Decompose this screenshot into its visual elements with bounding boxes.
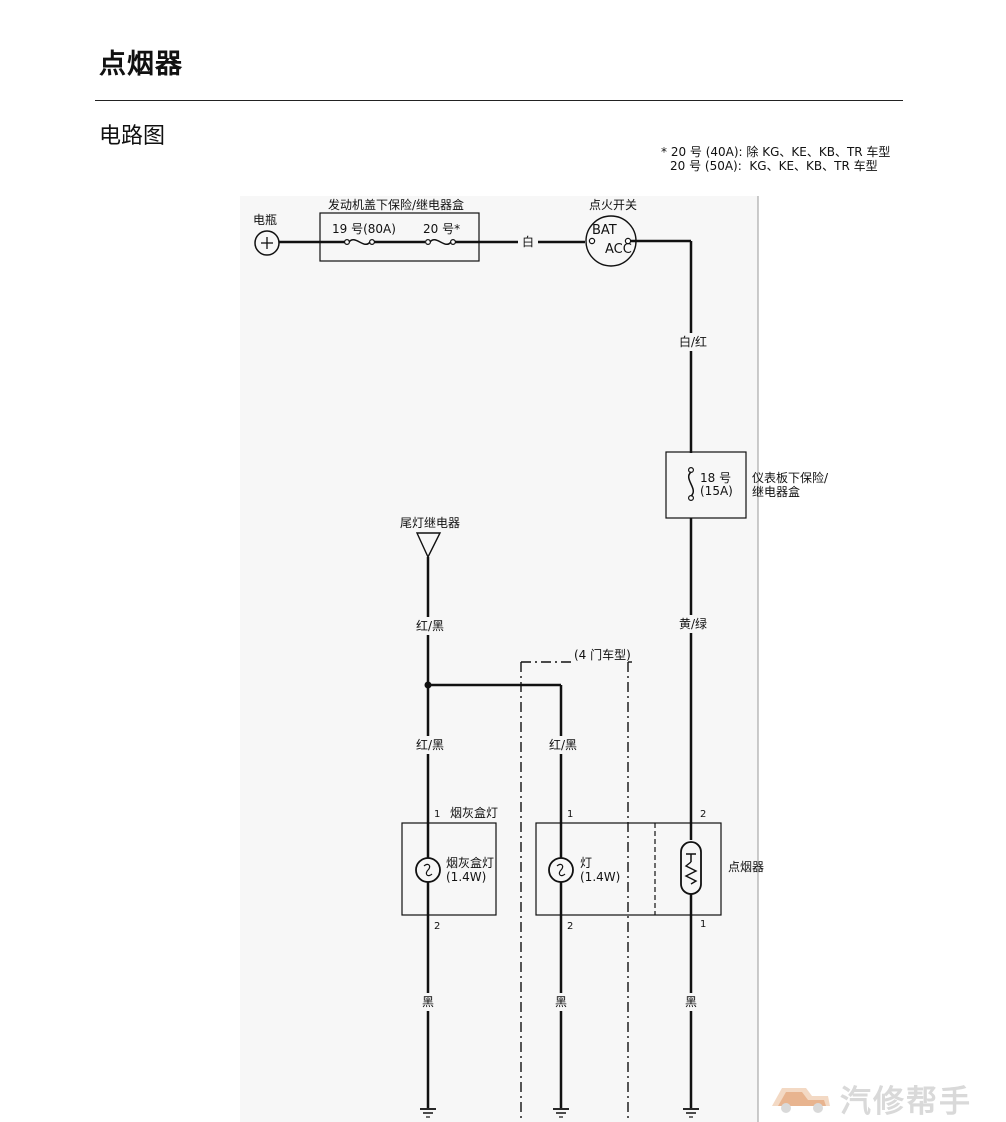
- ground-lamp: [553, 1108, 569, 1118]
- battery-label: 电瓶: [253, 213, 277, 227]
- label-bg-yellow-green: [676, 615, 706, 633]
- label-bg-red-black-3: [546, 736, 576, 754]
- wire-red-black-label-3: 红/黑: [549, 737, 577, 752]
- lighter-pin-1: 1: [700, 919, 706, 930]
- label-bg-white-red: [676, 333, 706, 351]
- label-bg-black-1: [420, 993, 436, 1011]
- fuse20-symbol: [429, 239, 452, 245]
- lamp-bulb-name: 灯: [580, 856, 592, 870]
- fuse19-terminal-b: [369, 239, 376, 246]
- lamp-bulb-power: (1.4W): [580, 870, 620, 884]
- ground-ashtray: [420, 1108, 436, 1118]
- lamp-bulb-filament: [556, 863, 566, 877]
- acc-label: ACC: [605, 242, 632, 257]
- ground-lighter: [683, 1108, 699, 1118]
- ashtray-pin-2: 2: [434, 921, 440, 932]
- ashtray-pin-1: 1: [434, 809, 440, 820]
- page-title: 点烟器: [99, 49, 183, 80]
- dash-fuse-box: [665, 451, 747, 519]
- title-divider: [95, 100, 903, 101]
- wire-black-label-3: 黑: [685, 995, 697, 1009]
- wire-red-black-label-2: 红/黑: [416, 737, 444, 752]
- fuse-note-line-1: * 20 号 (40A): 除 KG、KE、KB、TR 车型: [661, 145, 891, 159]
- ashtray-light-label: 烟灰盒灯: [450, 805, 498, 820]
- ashtray-light-box: [401, 822, 497, 916]
- watermark: 汽修帮手: [766, 1076, 1002, 1120]
- diagram-background: [240, 196, 758, 1122]
- wire-yellow-green-label: 黄/绿: [679, 616, 707, 631]
- lighter-pin-2: 2: [700, 809, 706, 820]
- dash-box-label-1: 仪表板下保险/: [752, 470, 829, 485]
- lighter-heater-coil: [684, 861, 698, 885]
- watermark-logo-icon: [772, 1088, 830, 1113]
- fuse18-terminal-a: [687, 467, 694, 474]
- fuse18-terminal-b: [687, 495, 694, 502]
- four-door-label: (4 门车型): [574, 647, 631, 662]
- wire-black-label-2: 黑: [555, 995, 567, 1009]
- fuse20-terminal-a: [425, 239, 432, 246]
- label-bg-red-black-1: [413, 617, 443, 635]
- wire-black-label-1: 黑: [422, 995, 434, 1009]
- label-bg-white: [518, 233, 538, 251]
- fuse18-label: 18 号: [700, 471, 731, 485]
- label-bg-black-2: [553, 993, 569, 1011]
- bat-label: BAT: [592, 223, 617, 238]
- lamp-pin-2: 2: [567, 921, 573, 932]
- ashtray-bulb-name: 烟灰盒灯: [446, 855, 494, 870]
- switch-bat-terminal: [588, 237, 596, 245]
- fuse-note-line-2: 20 号 (50A): KG、KE、KB、TR 车型: [670, 159, 878, 173]
- tail-relay-label: 尾灯继电器: [400, 516, 460, 530]
- ignition-switch-label: 点火开关: [589, 198, 637, 212]
- wire-white-label: 白: [522, 234, 534, 249]
- fuse19-terminal-a: [344, 239, 351, 246]
- fuse18-symbol: [688, 471, 694, 497]
- tail-relay-symbol: [415, 532, 442, 559]
- cigarette-lighter-label: 点烟器: [728, 860, 764, 874]
- engine-fuse-box-label: 发动机盖下保险/继电器盒: [328, 197, 464, 212]
- ashtray-bulb-filament: [423, 863, 433, 877]
- switch-acc-terminal: [624, 237, 632, 245]
- label-bg-black-3: [683, 993, 699, 1011]
- fuse19-symbol: [348, 239, 371, 245]
- fuse20-terminal-b: [450, 239, 457, 246]
- wire-white-red-label: 白/红: [679, 334, 707, 349]
- lamp-pin-1: 1: [567, 809, 573, 820]
- section-title: 电路图: [99, 124, 166, 149]
- wire-red-black-label-1: 红/黑: [416, 618, 444, 633]
- ashtray-bulb-power: (1.4W): [446, 870, 486, 884]
- fuse18-rating: (15A): [700, 484, 733, 498]
- engine-fuse-box: [319, 212, 480, 262]
- fuse20-label: 20 号*: [423, 222, 460, 236]
- dash-box-label-2: 继电器盒: [752, 484, 800, 499]
- fuse19-label: 19 号(80A): [332, 222, 396, 236]
- watermark-text: 汽修帮手: [840, 1084, 972, 1120]
- label-bg-red-black-2: [413, 736, 443, 754]
